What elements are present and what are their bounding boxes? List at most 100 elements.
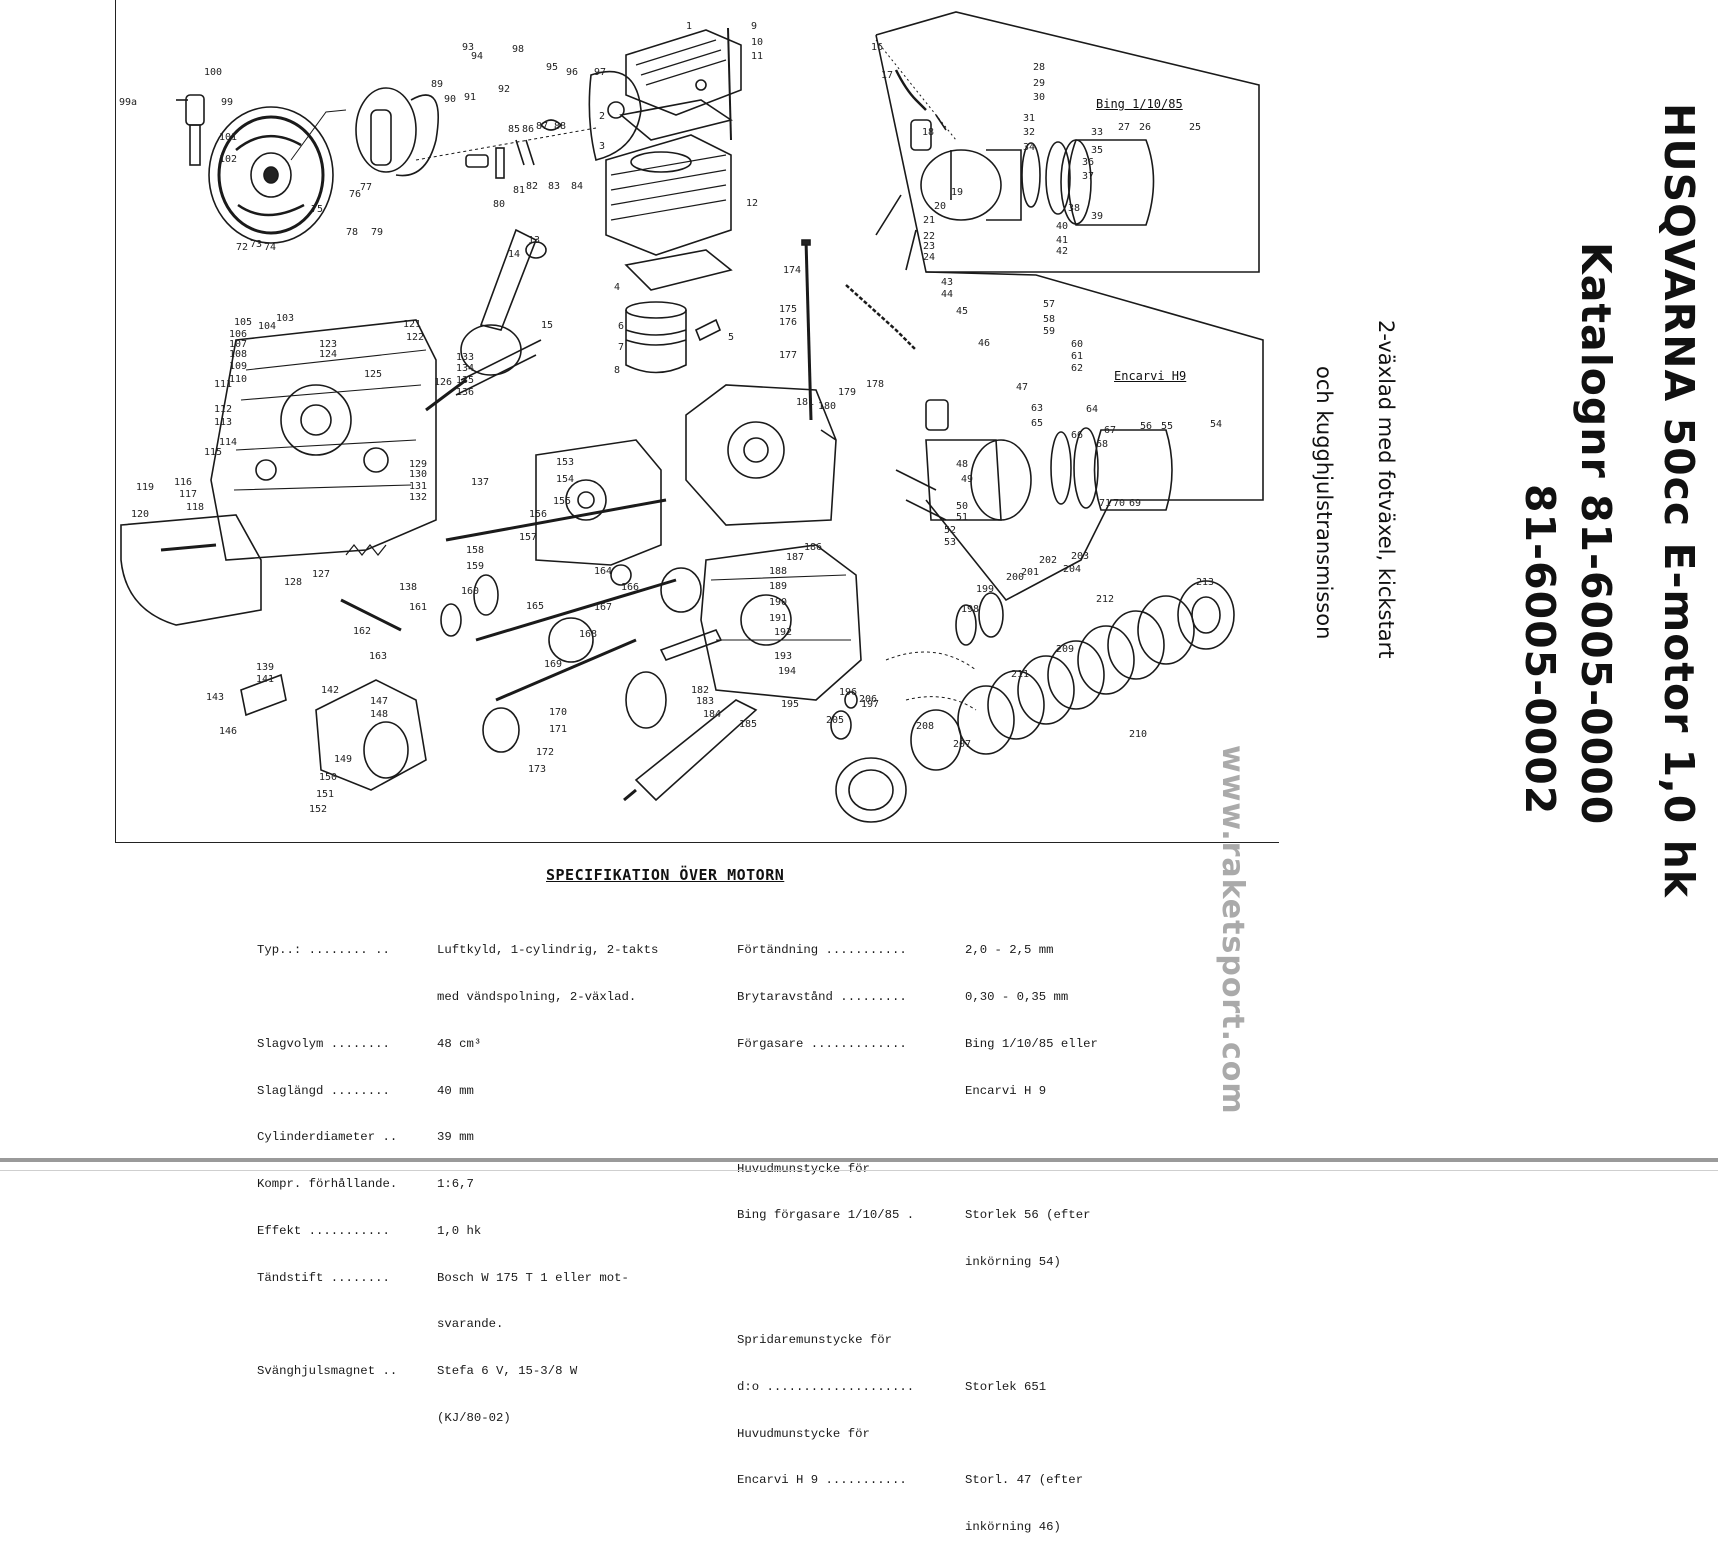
part-number: 139: [256, 662, 275, 673]
watermark: www.raketsport.com: [1215, 745, 1250, 1115]
part-number: 79: [371, 227, 384, 238]
part-number: 27: [1118, 122, 1131, 133]
spec-key: Typ..: ........ ..: [257, 943, 390, 958]
crankcase-center: [535, 439, 662, 566]
spec-value: Storlek 651: [965, 1379, 1047, 1394]
spec-value: Encarvi H 9: [965, 1083, 1047, 1098]
part-number: 104: [258, 321, 277, 332]
part-number: 196: [839, 687, 858, 698]
part-number: 85: [508, 124, 521, 135]
part-number: 203: [1071, 551, 1090, 562]
part-number: 58: [1043, 314, 1056, 325]
part-number: 50: [956, 501, 969, 512]
spec-row: med vändspolning, 2-växlad.: [257, 990, 658, 1006]
part-number: 66: [1071, 430, 1084, 441]
part-number: 18: [922, 127, 935, 138]
spec-key: Bing förgasare 1/10/85 .: [737, 1208, 915, 1223]
part-number: 93: [462, 42, 475, 53]
part-number: 121: [403, 319, 422, 330]
part-number: 34: [1023, 142, 1036, 153]
part-number: 136: [456, 387, 475, 398]
part-number: 120: [131, 509, 150, 520]
spec-key: [257, 990, 437, 1006]
title-line-3: 81-6005-0002: [1516, 484, 1564, 816]
spark-plug-cap: [176, 94, 205, 166]
part-number: 147: [370, 696, 389, 707]
engine-drawing: [120, 11, 1264, 823]
part-number: 56: [1140, 421, 1153, 432]
part-number: 160: [461, 586, 480, 597]
part-number: 20: [934, 201, 947, 212]
part-number: 168: [579, 629, 598, 640]
spec-value: Luftkyld, 1-cylindrig, 2-takts: [437, 943, 659, 958]
part-number: 123: [319, 339, 338, 350]
part-number: 98: [512, 44, 525, 55]
part-number: 115: [204, 447, 223, 458]
part-number: 154: [556, 474, 575, 485]
part-number: 36: [1082, 157, 1095, 168]
part-number: 99: [221, 97, 234, 108]
part-number: 99a: [119, 97, 138, 108]
part-number: 116: [174, 477, 193, 488]
spec-row: Encarvi H 9: [737, 1084, 1098, 1100]
part-number: 107: [229, 339, 248, 350]
spec-key: Svänghjulsmagnet ..: [257, 1364, 398, 1379]
part-number: 190: [769, 597, 788, 608]
part-number: 45: [956, 306, 969, 317]
part-number: 16: [871, 42, 884, 53]
gears-bottom-left: [240, 673, 520, 791]
spec-row: Encarvi H 9 ...........Storl. 47 (efter: [737, 1473, 1098, 1489]
spec-key: [737, 1084, 965, 1100]
part-number: 184: [703, 709, 722, 720]
spec-row: Effekt ...........1,0 hk: [257, 1224, 658, 1240]
part-number: 77: [360, 182, 373, 193]
part-number: 96: [566, 67, 579, 78]
spec-key: Tändstift ........: [257, 1270, 390, 1285]
bottom-scan-edge: [0, 1158, 1718, 1162]
part-number: 68: [1096, 439, 1109, 450]
part-number: 84: [571, 181, 584, 192]
part-number: 10: [751, 37, 764, 48]
part-number: 158: [466, 545, 485, 556]
part-number: 128: [284, 577, 303, 588]
spec-key: [257, 1317, 437, 1333]
part-number: 42: [1056, 246, 1069, 257]
part-number: 49: [961, 474, 974, 485]
spec-row: inkörning 54): [737, 1255, 1098, 1271]
part-number: 161: [409, 602, 428, 613]
part-number: 24: [923, 252, 936, 263]
spec-table-right: Förtändning ...........2,0 - 2,5 mm Bryt…: [737, 912, 1098, 1551]
part-number: 95: [546, 62, 559, 73]
part-number: 55: [1161, 421, 1174, 432]
part-number: 43: [941, 277, 954, 288]
cylinder: [605, 134, 732, 256]
part-number: 3: [599, 141, 606, 152]
part-number: 153: [556, 457, 575, 468]
subtitle-line-2: och kugghjulstransmisson: [1312, 366, 1336, 640]
spec-key: [737, 1520, 965, 1536]
part-number: 53: [944, 537, 957, 548]
part-number: 193: [774, 651, 793, 662]
part-number: 41: [1056, 235, 1069, 246]
part-number: 94: [471, 51, 484, 62]
part-number: 23: [923, 241, 936, 252]
spec-row: Tändstift ........Bosch W 175 T 1 eller …: [257, 1271, 658, 1287]
part-number: 2: [599, 111, 606, 122]
part-number: 110: [229, 374, 248, 385]
spec-row: inkörning 46): [737, 1520, 1098, 1536]
part-number: 103: [276, 313, 295, 324]
part-number: 29: [1033, 78, 1046, 89]
bing-air-filter: [1021, 139, 1155, 226]
part-number: 69: [1129, 498, 1142, 509]
spec-row: svarande.: [257, 1317, 658, 1333]
part-number: 105: [234, 317, 253, 328]
part-number: 204: [1063, 564, 1082, 575]
clutch-assembly: [830, 580, 1235, 823]
part-number: 35: [1091, 145, 1104, 156]
part-number: 195: [781, 699, 800, 710]
spec-key: Spridaremunstycke för: [737, 1333, 892, 1348]
spec-row: Huvudmunstycke för: [737, 1427, 1098, 1443]
part-number: 169: [544, 659, 563, 670]
part-number: 71: [1099, 498, 1112, 509]
part-number: 178: [866, 379, 885, 390]
